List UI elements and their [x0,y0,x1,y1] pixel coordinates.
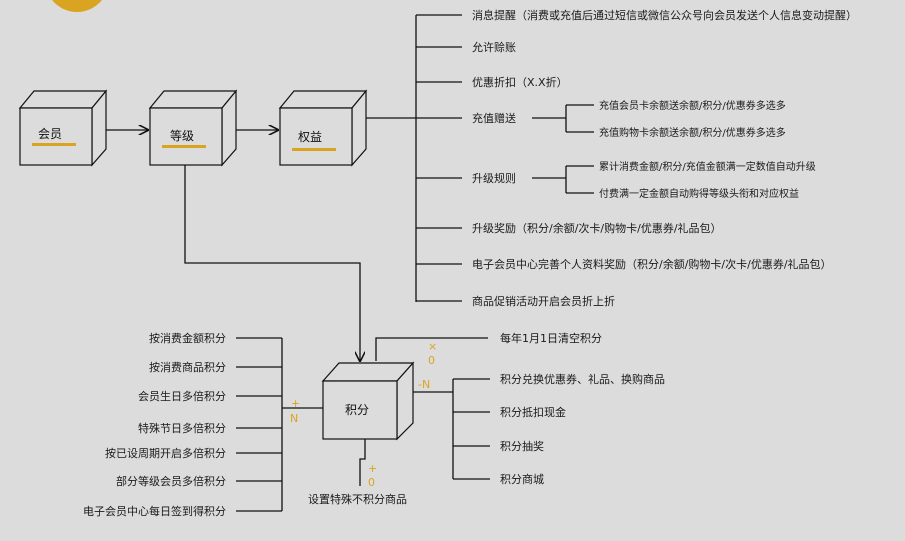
node-rights-label: 权益 [298,130,322,144]
node-member: 会员 [18,89,108,167]
connector-exclude [359,439,366,486]
use-item-1: 积分兑换优惠券、礼品、换购商品 [500,372,665,386]
level-underline [162,145,206,148]
bottom-plus: + [368,462,377,475]
rights-recharge-sub1: 充值会员卡余额送余额/积分/优惠券多选多 [599,99,786,112]
earn-item-3: 会员生日多倍积分 [138,389,226,403]
clear-points-label: 每年1月1日清空积分 [500,331,602,345]
use-item-4: 积分商城 [500,472,544,486]
rights-upgrade-sub2: 付费满一定金额自动购得等级头衔和对应权益 [599,187,799,200]
member-underline [32,143,76,146]
use-item-2: 积分抵扣现金 [500,405,566,419]
node-level: 等级 [148,89,238,167]
right-minus-n: -N [418,378,430,391]
rights-recharge-gift: 充值赠送 [472,111,516,125]
rights-profile-reward: 电子会员中心完善个人资料奖励（积分/余额/购物卡/次卡/优惠券/礼品包） [472,257,832,271]
rights-promo: 商品促销活动开启会员折上折 [472,294,615,308]
node-member-label: 会员 [38,127,62,141]
earn-item-2: 按消费商品积分 [149,360,226,374]
earn-item-1: 按消费金额积分 [149,331,226,345]
rights-upgrade-sub1: 累计消费金额/积分/充值金额满一定数值自动升级 [599,160,816,173]
decorative-circle [52,0,102,13]
earn-item-4: 特殊节日多倍积分 [138,421,226,435]
rights-credit: 允许赊账 [472,40,516,54]
left-n: N [290,412,298,425]
node-points-label: 积分 [345,403,369,417]
exclude-goods-label: 设置特殊不积分商品 [308,492,407,506]
earn-item-6: 部分等级会员多倍积分 [116,474,226,488]
use-item-3: 积分抽奖 [500,439,544,453]
bottom-zero: 0 [368,476,375,489]
rights-upgrade-rule: 升级规则 [472,171,516,185]
use-tree [413,378,490,480]
top-zero: 0 [428,354,435,367]
left-plus: + [291,397,300,410]
earn-item-7: 电子会员中心每日签到得积分 [83,504,226,518]
arrow-level-points [184,165,360,361]
earn-tree [236,337,323,512]
rights-discount: 优惠折扣（X.X折） [472,75,568,89]
rights-recharge-sub2: 充值购物卡余额送余额/积分/优惠券多选多 [599,126,786,139]
node-level-label: 等级 [170,129,194,143]
top-symbol: × [428,340,437,353]
node-points: 积分 [321,361,415,441]
earn-item-5: 按已设周期开启多倍积分 [105,446,226,460]
rights-notify: 消息提醒（消费或充值后通过短信或微信公众号向会员发送个人信息变动提醒） [472,8,857,22]
rights-underline [292,148,336,151]
rights-upgrade-reward: 升级奖励（积分/余额/次卡/购物卡/优惠券/礼品包） [472,221,722,235]
connector-clear [375,337,488,361]
node-rights: 权益 [278,89,368,167]
rights-tree [366,14,594,302]
